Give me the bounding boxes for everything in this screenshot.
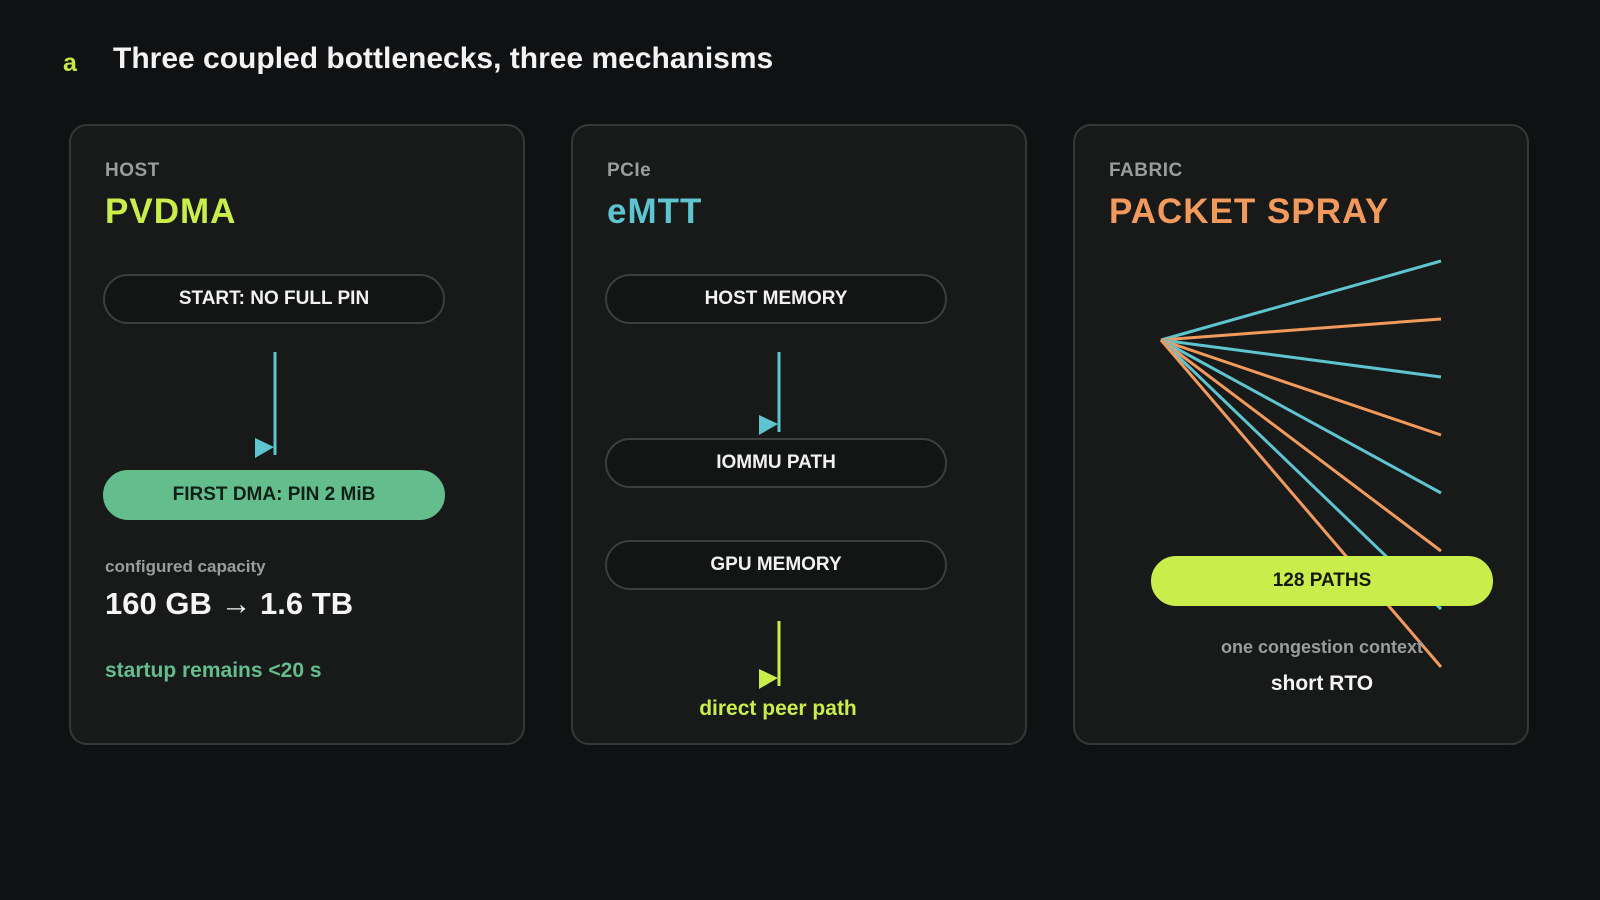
- spray-fan: [1159, 259, 1443, 668]
- spray-path: [1160, 338, 1442, 437]
- fabric-card-name: PACKET SPRAY: [1109, 192, 1390, 231]
- pcie-card-label: PCIe: [607, 160, 652, 181]
- fabric-card: FABRIC PACKET SPRAY 128 PATHS one conges…: [1073, 124, 1529, 745]
- figure-title: Three coupled bottlenecks, three mechani…: [113, 42, 774, 75]
- host-card-label: HOST: [105, 160, 160, 181]
- paths-badge: 128 PATHS: [1151, 556, 1493, 606]
- spray-path: [1160, 338, 1442, 553]
- capacity-value: 160 GB → 1.6 TB: [105, 586, 354, 621]
- spray-path: [1160, 317, 1442, 342]
- pcie-card: PCIe eMTT HOST MEMORY IOMMU PATH GPU MEM…: [571, 124, 1027, 745]
- capacity-label: configured capacity: [105, 557, 266, 576]
- peer-path-note: direct peer path: [699, 697, 857, 720]
- short-rto-label: short RTO: [1270, 672, 1374, 695]
- host-step-start: START: NO FULL PIN: [103, 274, 445, 324]
- panel-letter: a: [63, 49, 77, 77]
- spray-path: [1160, 338, 1442, 379]
- startup-note: startup remains <20 s: [105, 659, 322, 682]
- pcie-arrowhead-2: [759, 669, 778, 689]
- pcie-step-host-memory: HOST MEMORY: [605, 274, 947, 324]
- pcie-card-name: eMTT: [607, 192, 703, 231]
- fabric-card-label: FABRIC: [1109, 160, 1183, 181]
- pcie-arrows: [759, 352, 781, 689]
- host-arrow: [255, 352, 277, 458]
- host-card-name: PVDMA: [105, 192, 237, 231]
- spray-path: [1160, 338, 1442, 495]
- host-step-first-dma: FIRST DMA: PIN 2 MiB: [103, 470, 445, 520]
- spray-path: [1159, 339, 1443, 668]
- congestion-context-label: one congestion context: [1220, 637, 1424, 657]
- pcie-step-iommu-path: IOMMU PATH: [605, 438, 947, 488]
- pcie-step-gpu-memory: GPU MEMORY: [605, 540, 947, 590]
- host-card: HOST PVDMA START: NO FULL PIN FIRST DMA:…: [69, 124, 525, 745]
- pcie-arrowhead-1: [759, 415, 778, 435]
- spray-path: [1160, 259, 1442, 342]
